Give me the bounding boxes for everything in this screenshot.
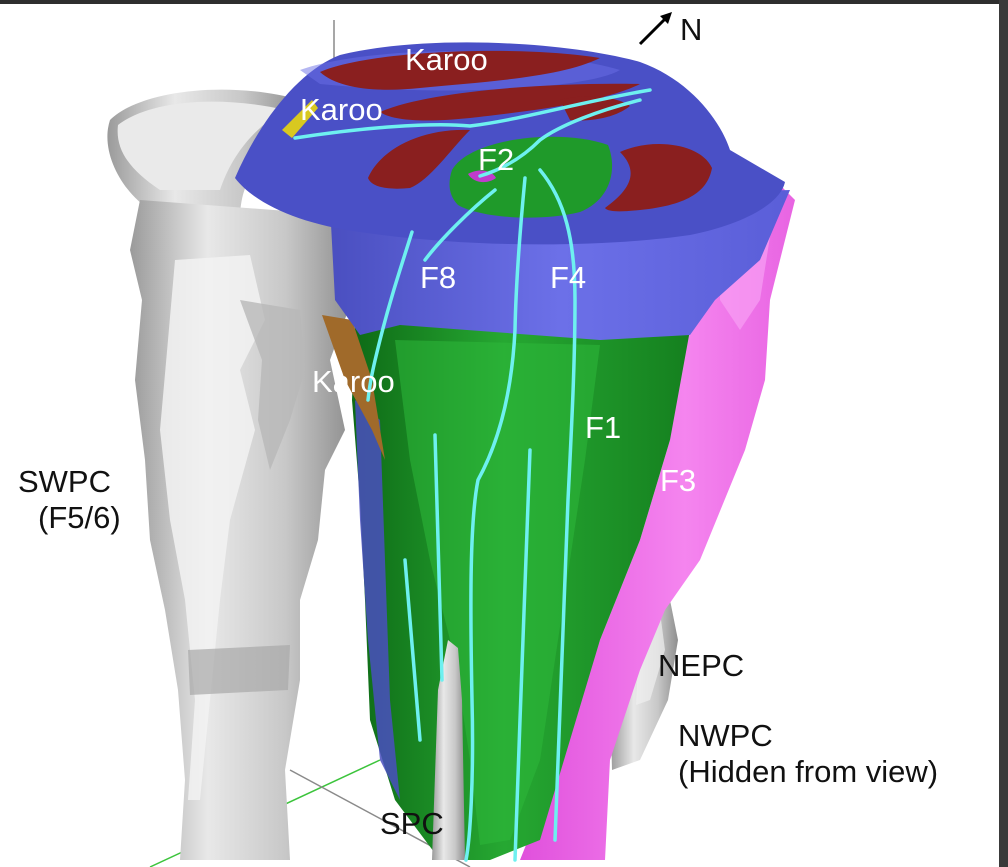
nwpc-label: NWPC (Hidden from view) xyxy=(678,718,938,789)
karoo-top-label: Karoo xyxy=(405,44,488,75)
image-border-right xyxy=(999,0,1008,867)
north-arrow-icon xyxy=(640,12,672,44)
swpc-label-line2: (F5/6) xyxy=(18,500,121,536)
f2-label: F2 xyxy=(478,144,514,175)
f8-label: F8 xyxy=(420,262,456,293)
f4-label: F4 xyxy=(550,262,586,293)
nwpc-label-line1: NWPC xyxy=(678,718,938,754)
karoo-side-label: Karoo xyxy=(312,366,395,397)
swpc-label: SWPC (F5/6) xyxy=(18,464,121,535)
f1-label: F1 xyxy=(585,412,621,443)
nwpc-label-line2: (Hidden from view) xyxy=(678,754,938,790)
f3-label: F3 xyxy=(660,465,696,496)
image-border-top xyxy=(0,0,1008,4)
spc-label: SPC xyxy=(380,808,444,839)
swpc-label-line1: SWPC xyxy=(18,464,121,500)
north-label: N xyxy=(680,14,702,45)
karoo-left-label: Karoo xyxy=(300,94,383,125)
nepc-label: NEPC xyxy=(658,650,744,681)
